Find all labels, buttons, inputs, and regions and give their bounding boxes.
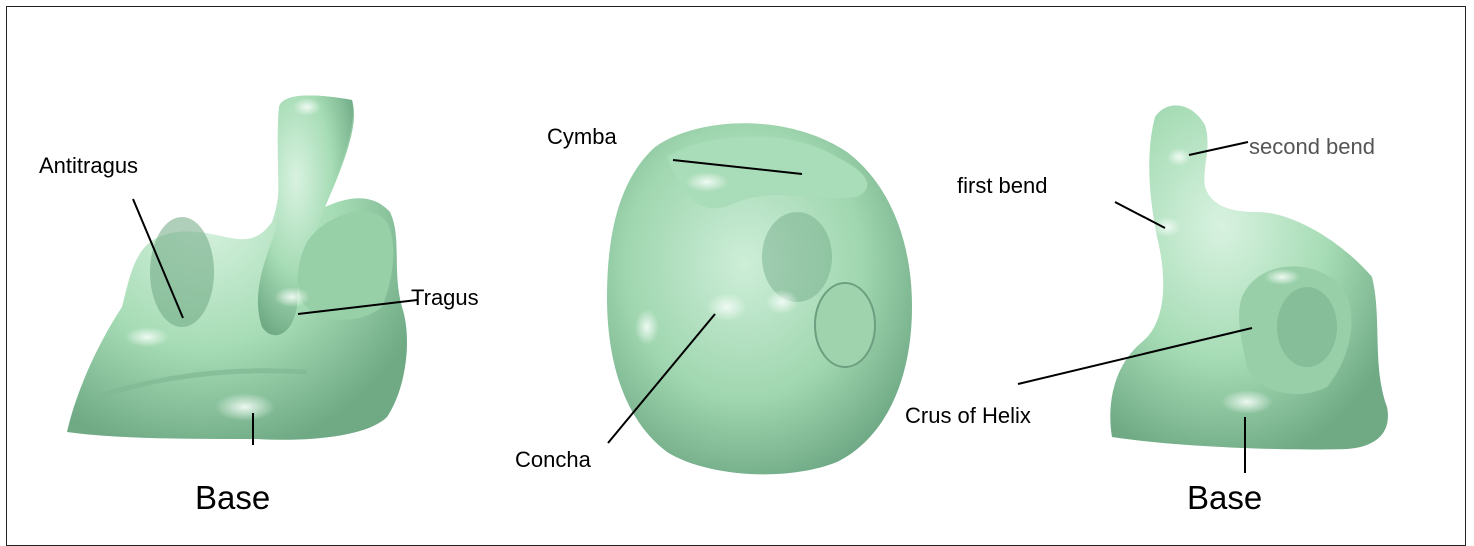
middle-knob xyxy=(815,283,875,367)
label-left-base: Base xyxy=(195,479,270,517)
label-crus-of-helix: Crus of Helix xyxy=(905,403,1031,429)
middle-ear-model xyxy=(607,123,912,474)
label-first-bend: first bend xyxy=(957,173,1048,199)
label-cymba: Cymba xyxy=(547,124,617,150)
label-right-base: Base xyxy=(1187,479,1262,517)
figure-frame: Antitragus Tragus Base Cymba Concha seco… xyxy=(6,6,1466,546)
left-ear-model xyxy=(67,96,407,440)
label-antitragus: Antitragus xyxy=(39,153,138,179)
label-second-bend: second bend xyxy=(1249,134,1375,160)
label-concha: Concha xyxy=(515,447,591,473)
ear-models-illustration xyxy=(7,7,1474,545)
label-tragus: Tragus xyxy=(411,285,479,311)
